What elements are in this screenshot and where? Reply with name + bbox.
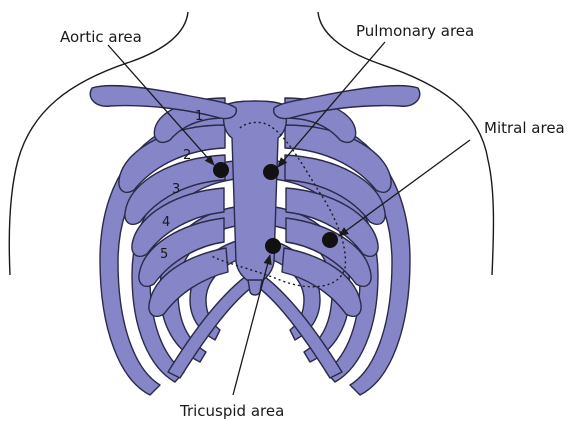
mitral-area-label: Mitral area (484, 119, 565, 137)
rib-number-3: 3 (172, 182, 180, 197)
tricuspid-area-marker (265, 238, 281, 254)
pulmonary-area-marker (263, 164, 279, 180)
pulmonary-area-label: Pulmonary area (356, 22, 474, 40)
tricuspid-area-label: Tricuspid area (179, 402, 284, 420)
rib-number-4: 4 (162, 215, 170, 230)
rib-number-1: 1 (195, 109, 203, 124)
mitral-area-marker (322, 232, 338, 248)
aortic-area-marker (213, 162, 229, 178)
rib-cage (90, 86, 420, 395)
rib-number-2: 2 (183, 148, 191, 163)
rib-number-5: 5 (160, 247, 168, 262)
aortic-area-label: Aortic area (60, 28, 142, 46)
